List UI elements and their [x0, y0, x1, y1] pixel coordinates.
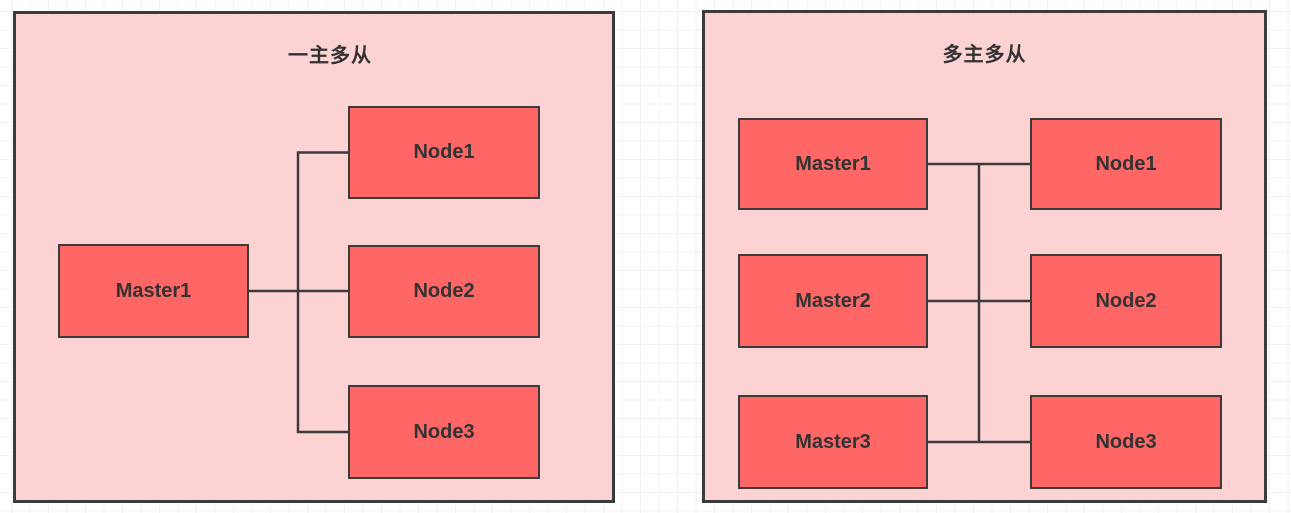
shape-label: Node1 — [1095, 152, 1157, 175]
shape-right-node2[interactable]: Node2 — [1030, 254, 1222, 348]
edge-master1-node3[interactable] — [296, 291, 348, 434]
shape-right-node3[interactable]: Node3 — [1030, 395, 1222, 489]
shape-right-node1[interactable]: Node1 — [1030, 118, 1222, 210]
shape-label: Master1 — [115, 279, 192, 302]
panel-one-master-multi-slave[interactable]: 一主多从 Master1 Node1 Node2 Node3 — [13, 11, 615, 503]
shape-left-master1[interactable]: Master1 — [58, 244, 249, 338]
panel-title-left: 一主多从 — [16, 39, 612, 68]
shape-label: Node2 — [1095, 289, 1157, 312]
shape-left-node3[interactable]: Node3 — [348, 385, 540, 479]
shape-label: Master2 — [795, 289, 871, 312]
shape-right-master1[interactable]: Master1 — [738, 118, 928, 210]
shape-right-master2[interactable]: Master2 — [738, 254, 928, 348]
shape-label: Node3 — [413, 420, 475, 443]
panel-multi-master-multi-slave[interactable]: 多主多从 Master1 Master2 Master3 Node1 Node2… — [702, 10, 1267, 503]
shape-right-master3[interactable]: Master3 — [738, 395, 928, 489]
shape-label: Master1 — [795, 152, 871, 175]
panel-title-right: 多主多从 — [705, 38, 1264, 67]
panel-title-right-text: 多主多从 — [942, 44, 1027, 66]
panel-title-left-text: 一主多从 — [288, 45, 372, 67]
shape-label: Node3 — [1095, 430, 1157, 453]
shape-left-node2[interactable]: Node2 — [348, 245, 540, 338]
shape-label: Master3 — [795, 430, 871, 453]
shape-label: Node1 — [413, 141, 475, 163]
edge-master1-node1[interactable] — [296, 151, 348, 292]
shape-left-node1[interactable]: Node1 — [348, 106, 540, 199]
shape-label: Node2 — [413, 280, 475, 302]
